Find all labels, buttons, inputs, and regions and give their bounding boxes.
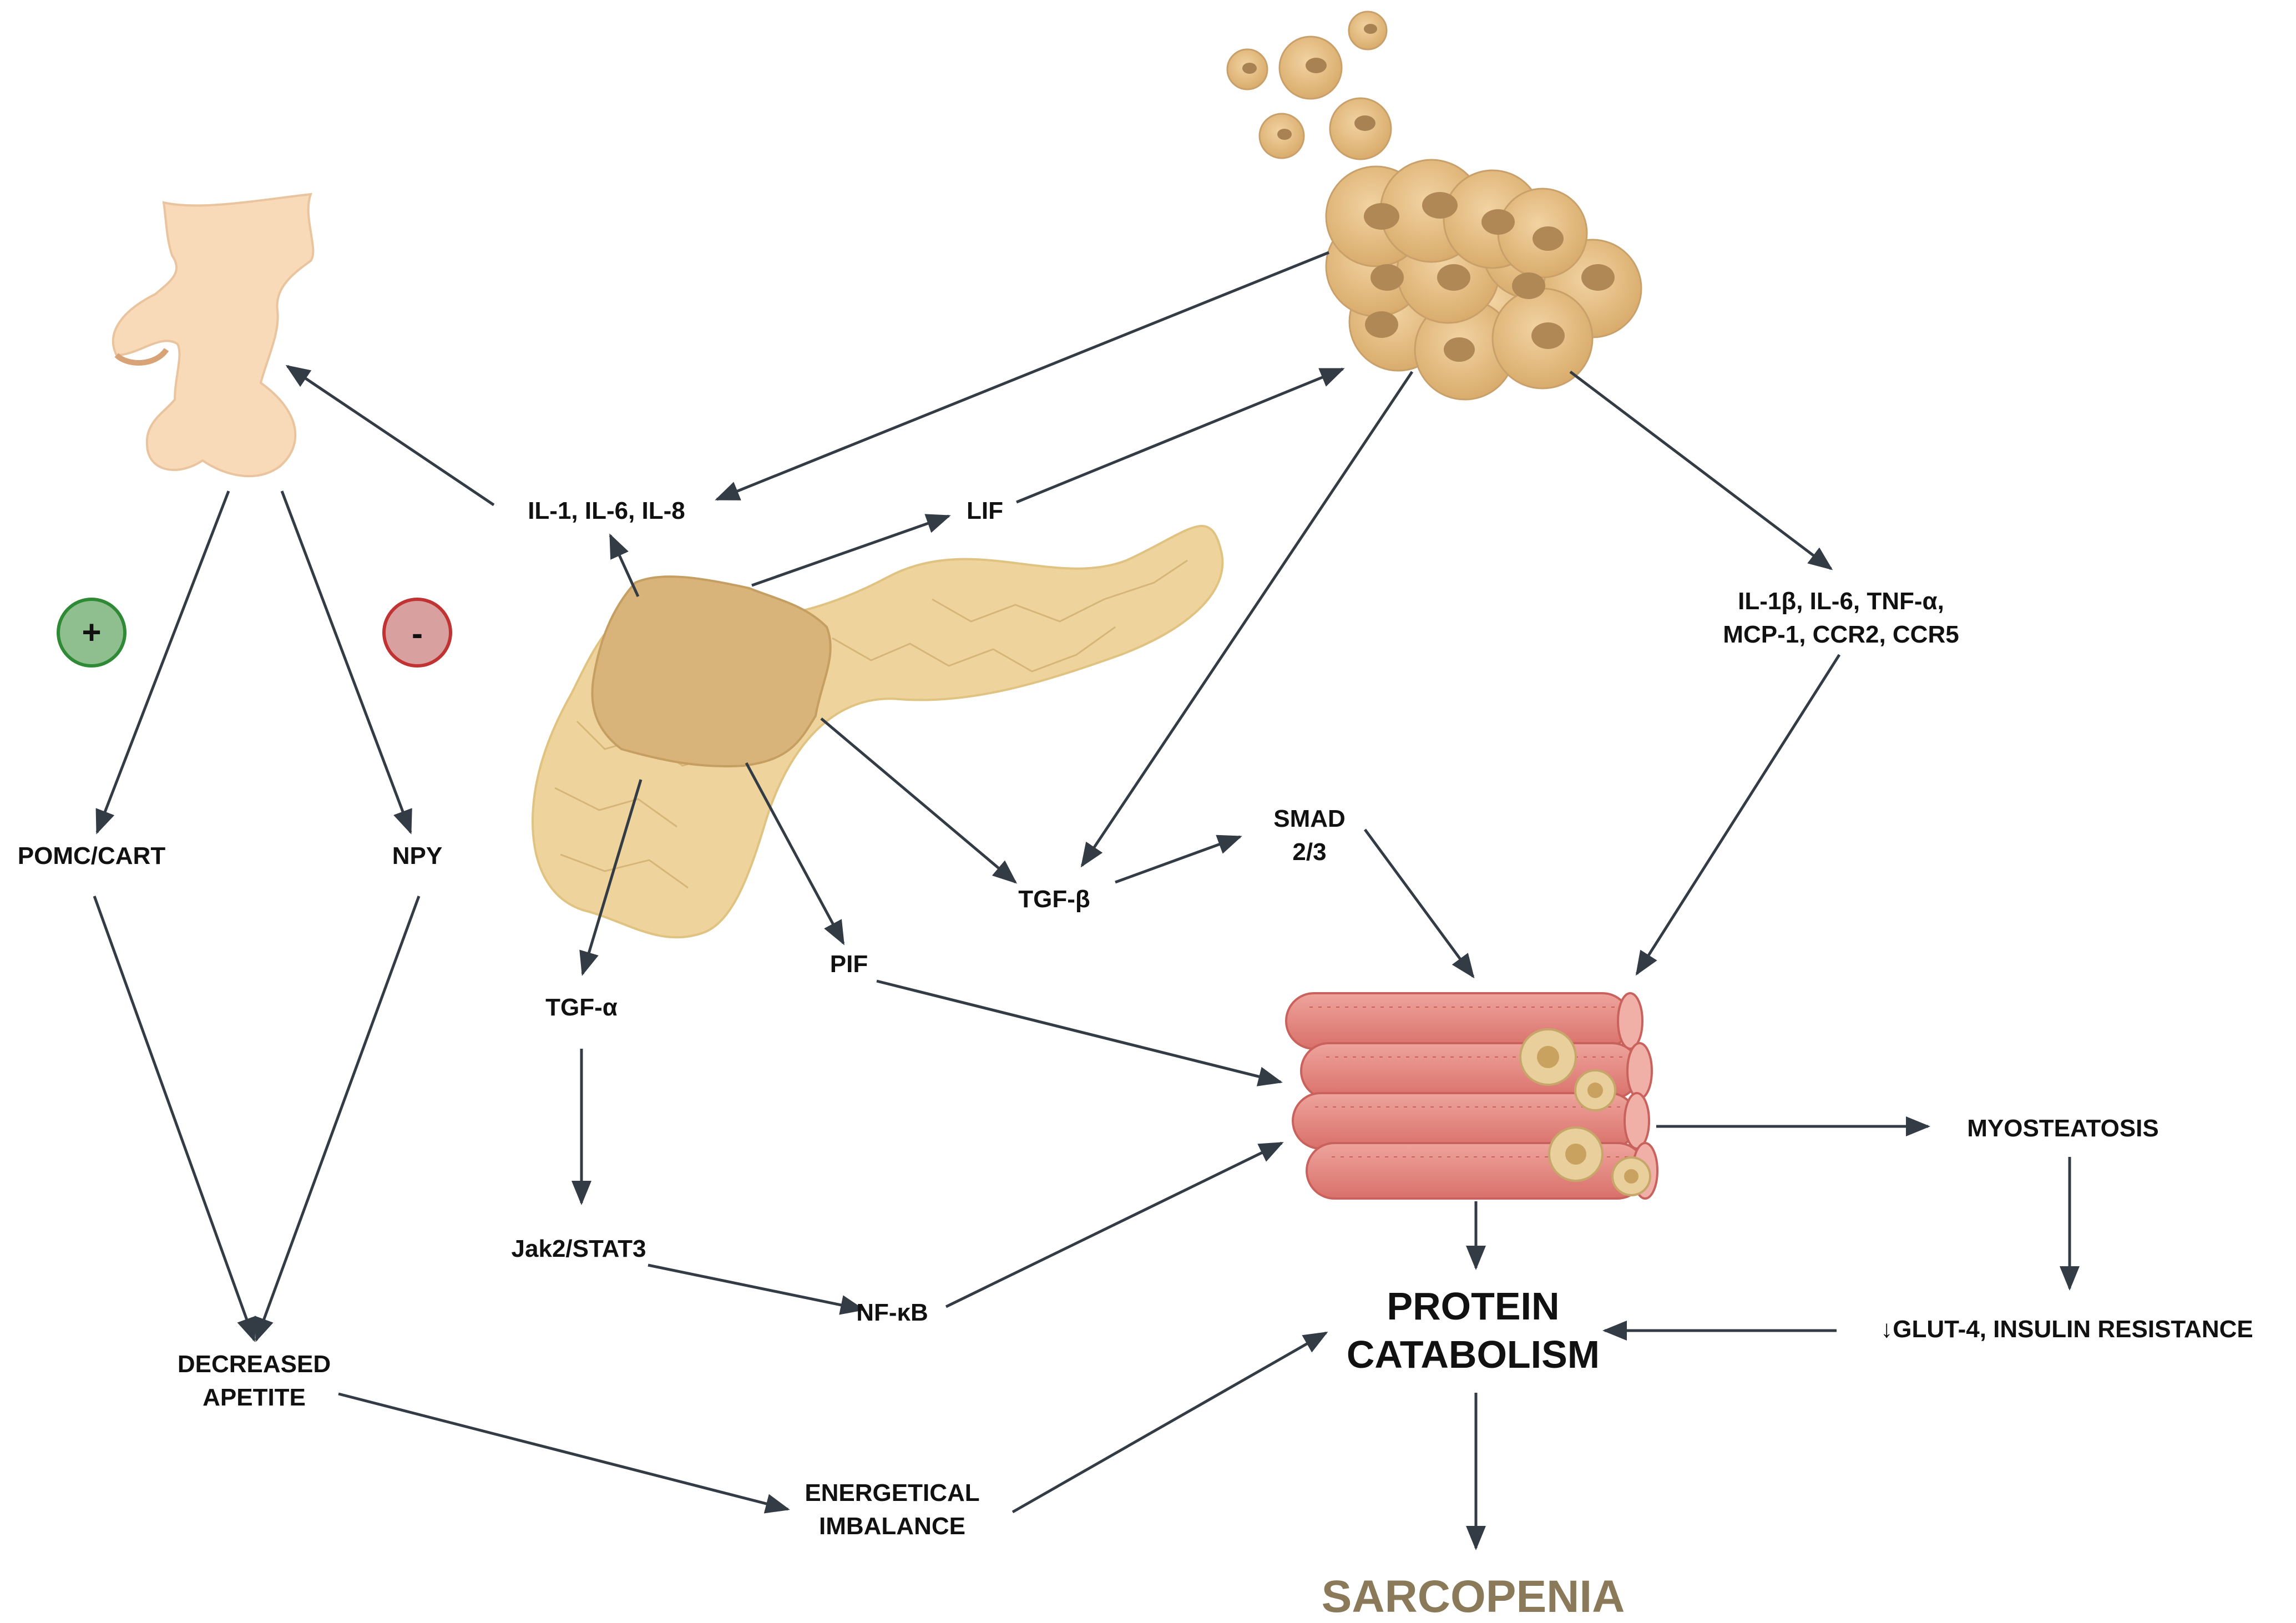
label-protein-line-2: CATABOLISM [1347,1333,1600,1376]
arrow-adipose-to-cytokines [715,251,1329,501]
arrow-tumor-to-lif [751,514,951,587]
label-protein-line-1: PROTEIN [1387,1285,1559,1328]
label-smad-line-2: 2/3 [1292,838,1326,866]
label-energetical-line-2: IMBALANCE [819,1513,965,1540]
arrow-decreased-to-energetical [338,1392,790,1514]
arrow-tumor-to-tgf-beta [820,717,1018,884]
arrow-npy-to-decreased [254,896,421,1342]
arrow-lif-to-adipose [1016,367,1345,504]
label-adipose-cytokines-line-1: IL-1β, IL-6, TNF-α, [1738,588,1944,615]
tumor-mass [591,575,832,767]
hypothalamus-illustration [112,193,315,478]
label-myosteatosis: MYOSTEATOSIS [1967,1115,2159,1142]
plus-symbol: + [82,614,101,651]
label-adipose-cytokines-line-2: MCP-1, CCR2, CCR5 [1723,621,1959,648]
label-tgf-beta: TGF-β [1018,886,1090,913]
arrow-tumor-to-tgf-alpha [579,779,643,976]
arrow-tumor-to-cytokines [609,533,640,598]
label-smad-line-1: SMAD [1273,805,1346,832]
arrow-tumor-to-pif [745,762,845,946]
arrows [93,251,2080,1550]
label-npy: NPY [392,842,442,869]
label-pif: PIF [830,950,868,978]
arrow-cytokines-right-to-muscle [1635,654,1841,976]
adipose-tissue-illustration [1325,159,1642,401]
arrow-hypothalamus-to-pomc [95,491,230,835]
label-tgf-alpha: TGF-α [545,994,618,1021]
arrow-adipose-to-tgf-beta [1080,371,1414,868]
arrow-energetical-to-protein [1012,1331,1328,1514]
labels: IL-1, IL-6, IL-8 LIF IL-1β, IL-6, TNF-α,… [18,497,2253,1622]
label-decreased-line-1: DECREASED [178,1351,331,1378]
arrow-nfkb-to-muscle [945,1141,1284,1308]
floating-tumor-cells [1226,11,1392,160]
arrow-cytokines-to-hypothalamus [285,365,495,507]
label-cytokines-tumor: IL-1, IL-6, IL-8 [528,497,685,524]
label-energetical-line-1: ENERGETICAL [805,1479,979,1506]
arrow-pomc-to-decreased [93,896,256,1342]
label-pomc-cart: POMC/CART [18,842,166,869]
arrow-pif-to-muscle [876,979,1283,1086]
minus-symbol: - [412,615,423,652]
muscle-fibers-illustration [1285,992,1658,1200]
arrow-smad-to-muscle [1363,828,1475,979]
label-jak2-stat3: Jak2/STAT3 [512,1235,646,1262]
stimulation-plus-sign: + [57,598,127,668]
inhibition-minus-sign: - [382,598,452,668]
label-glut4-insulin-resistance: ↓GLUT-4, INSULIN RESISTANCE [1880,1316,2253,1343]
arrow-adipose-to-cytokines-right [1569,371,1833,570]
label-sarcopenia: SARCOPENIA [1322,1571,1625,1622]
arrow-hypothalamus-to-npy [280,491,412,835]
arrow-jak-to-nfkb [648,1263,865,1315]
label-decreased-line-2: APETITE [203,1384,306,1411]
arrow-tgf-beta-to-smad [1115,835,1242,884]
label-lif: LIF [967,497,1003,524]
label-nf-kb: NF-κB [856,1299,928,1326]
